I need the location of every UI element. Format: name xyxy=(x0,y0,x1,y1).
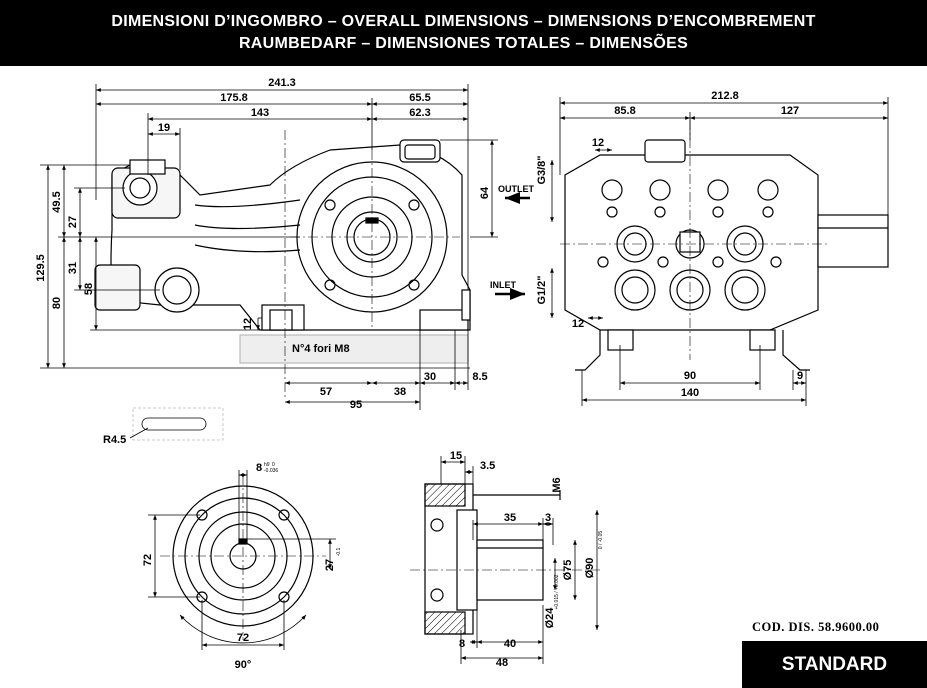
shaft-section xyxy=(410,483,600,635)
dim-62-3: 62.3 xyxy=(409,107,430,119)
drawing-code: COD. DIS. 58.9600.00 xyxy=(752,620,880,634)
dia-75: Ø75 xyxy=(562,560,574,581)
slot-detail: R4.5 xyxy=(103,407,224,446)
dim-49-5: 49.5 xyxy=(51,191,63,212)
dim-8: 8 xyxy=(459,638,465,650)
dim-65-5: 65.5 xyxy=(409,92,430,104)
dia-90-tol: 0 / -0.05 xyxy=(598,531,604,550)
dim-8-5: 8.5 xyxy=(472,371,487,383)
flange-view xyxy=(160,475,326,644)
dim-27: 27 xyxy=(67,216,79,228)
dia-24-tol: +0.015 / +0.002 xyxy=(554,574,560,609)
front-view-dimensions xyxy=(495,97,889,406)
technical-drawing: 241.3 175.8 65.5 143 62.3 19 64 129.5 49… xyxy=(35,77,889,671)
title-line-1: DIMENSIONI D’INGOMBRO – OVERALL DIMENSIO… xyxy=(111,13,816,30)
outlet-thread: G3/8" xyxy=(536,155,548,184)
dim-72-vertical: 72 xyxy=(142,554,154,566)
radius-label: R4.5 xyxy=(103,434,126,446)
dim-40: 40 xyxy=(504,638,516,650)
dim-85-8: 85.8 xyxy=(614,105,635,117)
dim-212-8: 212.8 xyxy=(711,90,739,102)
key-tol-zero: 0 xyxy=(272,462,275,468)
dim-27-tol: -0.1 xyxy=(336,547,342,556)
dim-3: 3 xyxy=(545,512,551,524)
outlet-label: OUTLET xyxy=(498,184,534,194)
dim-27-key: 27 xyxy=(324,559,336,571)
dim-30: 30 xyxy=(424,371,436,383)
dim-72-horizontal: 72 xyxy=(237,632,249,644)
dim-143: 143 xyxy=(251,107,269,119)
dim-140: 140 xyxy=(681,387,699,399)
key-width: 8 xyxy=(256,462,262,474)
side-view-labels: 241.3 175.8 65.5 143 62.3 19 64 129.5 49… xyxy=(35,77,491,411)
dim-12-foot: 12 xyxy=(242,318,254,330)
title-line-2: RAUMBEDARF – DIMENSIONES TOTALES – DIMEN… xyxy=(238,35,689,52)
dim-15: 15 xyxy=(450,450,462,462)
dia-90: Ø90 xyxy=(584,558,596,579)
dim-129-5: 129.5 xyxy=(35,254,47,282)
front-view xyxy=(560,120,889,371)
key-tol-bottom: -0.036 xyxy=(264,468,278,474)
shaft-section-dimensions xyxy=(440,456,599,664)
dim-19: 19 xyxy=(158,122,170,134)
dim-12-top: 12 xyxy=(592,137,604,149)
dim-48: 48 xyxy=(496,657,508,669)
dim-35: 35 xyxy=(504,512,516,524)
flange-view-dimensions xyxy=(148,470,336,650)
dim-12-bottom: 12 xyxy=(572,318,584,330)
dim-9: 9 xyxy=(797,370,803,382)
angle-90: 90° xyxy=(235,659,252,671)
dim-95: 95 xyxy=(350,399,362,411)
dim-58: 58 xyxy=(83,283,95,295)
title-bar: DIMENSIONI D’INGOMBRO – OVERALL DIMENSIO… xyxy=(0,0,927,66)
side-view xyxy=(94,130,471,400)
dim-80: 80 xyxy=(51,297,63,309)
dim-31: 31 xyxy=(67,262,79,274)
standard-badge: STANDARD xyxy=(742,641,927,688)
dim-3-5: 3.5 xyxy=(480,460,495,472)
shaft-section-labels: 15 3.5 M6 35 3 Ø75 Ø90 0 / -0.05 Ø24 +0.… xyxy=(450,450,604,669)
dim-64: 64 xyxy=(479,186,491,199)
inlet-thread: G1/2" xyxy=(536,275,548,304)
dia-24: Ø24 xyxy=(544,607,556,629)
side-view-dimensions xyxy=(40,84,498,410)
flange-view-labels: 8 h9 0 -0.036 72 72 90° 27 -0.1 xyxy=(142,462,342,671)
dim-57: 57 xyxy=(320,386,332,398)
dim-175-8: 175.8 xyxy=(220,92,248,104)
dim-241-3: 241.3 xyxy=(268,77,296,89)
inlet-label: INLET xyxy=(490,280,517,290)
dim-127: 127 xyxy=(781,105,799,117)
key-tol-top: h9 xyxy=(264,462,270,468)
thread-m6: M6 xyxy=(551,477,563,492)
holes-label: N°4 fori M8 xyxy=(292,343,350,355)
dim-90: 90 xyxy=(684,370,696,382)
front-view-labels: 212.8 85.8 127 12 12 OUTLET INLET G3/8" … xyxy=(490,90,803,399)
dim-38: 38 xyxy=(394,386,406,398)
